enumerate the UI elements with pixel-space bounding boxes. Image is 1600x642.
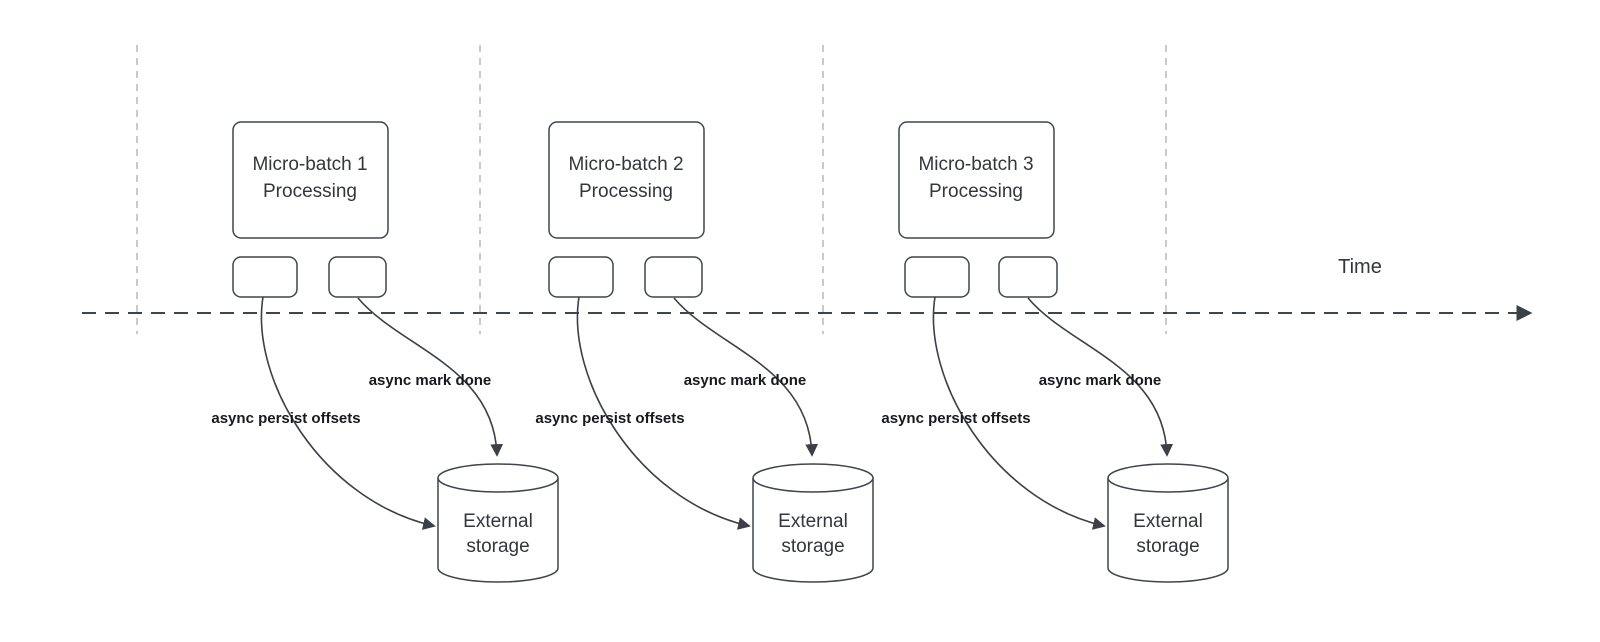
microbatch-title-line2: Processing xyxy=(579,181,673,202)
persist-offsets-label: async persist offsets xyxy=(211,410,360,427)
mark-done-label: async mark done xyxy=(369,372,492,389)
external-storage-cylinder-body xyxy=(752,478,874,583)
persist-offsets-task-box xyxy=(904,256,970,298)
mark-done-task-box xyxy=(328,256,387,298)
external-storage-cylinder-body xyxy=(1107,478,1229,583)
microbatch-box xyxy=(548,121,705,239)
external-storage-cylinder-top xyxy=(752,463,874,493)
persist-offsets-arrow xyxy=(260,296,436,530)
mark-done-task-box xyxy=(998,256,1058,298)
mark-done-arrow xyxy=(1027,297,1174,457)
mark-done-label: async mark done xyxy=(1039,372,1162,389)
external-storage-cylinder-top xyxy=(1107,463,1229,493)
microbatch-title-line1: Micro-batch 2 xyxy=(568,154,683,175)
microbatch-group-1: Micro-batch 1 Processing External storag… xyxy=(211,121,559,583)
microbatch-title-line2: Processing xyxy=(929,181,1023,202)
storage-label-line1: External xyxy=(463,511,533,532)
persist-offsets-label: async persist offsets xyxy=(881,410,1030,427)
mark-done-arrow xyxy=(673,297,819,457)
persist-offsets-arrow xyxy=(576,296,751,530)
mark-done-arrow xyxy=(357,297,504,457)
microbatch-box xyxy=(898,121,1055,239)
microbatch-title-line1: Micro-batch 3 xyxy=(918,154,1033,175)
microbatch-group-3: Micro-batch 3 Processing External storag… xyxy=(881,121,1229,583)
storage-label-line2: storage xyxy=(1136,536,1199,557)
mark-done-label: async mark done xyxy=(684,372,807,389)
persist-offsets-task-box xyxy=(232,256,298,298)
time-axis-label: Time xyxy=(1338,256,1382,278)
microbatch-title-line2: Processing xyxy=(263,181,357,202)
storage-label-line2: storage xyxy=(781,536,844,557)
mark-done-task-box xyxy=(644,256,703,298)
microbatch-box xyxy=(232,121,389,239)
persist-offsets-task-box xyxy=(548,256,614,298)
persist-offsets-arrow xyxy=(932,296,1106,530)
storage-label-line1: External xyxy=(778,511,848,532)
storage-label-line2: storage xyxy=(466,536,529,557)
storage-label-line1: External xyxy=(1133,511,1203,532)
persist-offsets-label: async persist offsets xyxy=(535,410,684,427)
external-storage-cylinder-top xyxy=(437,463,559,493)
microbatch-group-2: Micro-batch 2 Processing External storag… xyxy=(535,121,874,583)
microbatch-title-line1: Micro-batch 1 xyxy=(252,154,367,175)
external-storage-cylinder-body xyxy=(437,478,559,583)
